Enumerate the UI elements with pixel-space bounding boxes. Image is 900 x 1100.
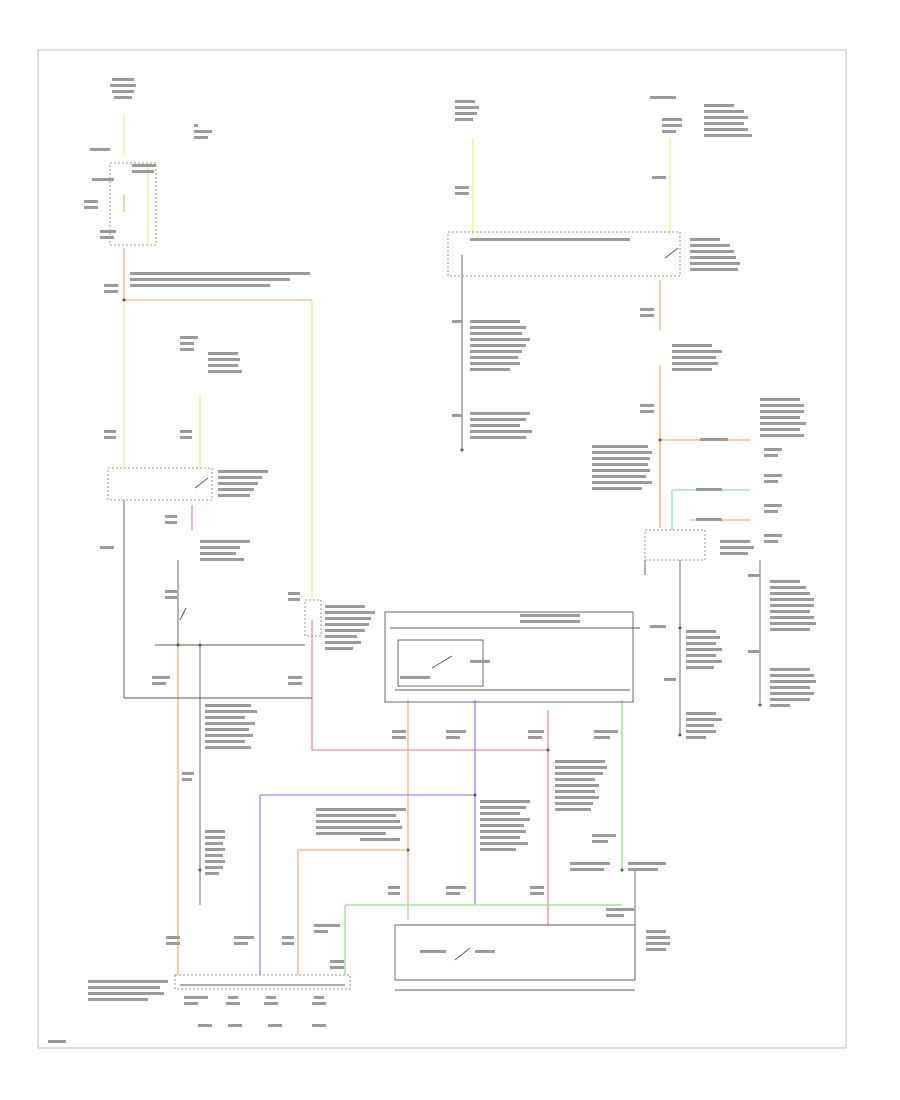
switch-symbols [179, 247, 679, 961]
label-marks [48, 78, 816, 1043]
connection-dots [122, 298, 762, 872]
switch-box-right [644, 529, 706, 561]
orange-wires [123, 195, 750, 975]
fuse-block-left [109, 162, 157, 246]
relay-box-right [447, 231, 681, 277]
blue-wires [259, 700, 476, 975]
module-box [384, 611, 634, 703]
relay-box-left [107, 467, 213, 501]
green-wires [344, 700, 623, 975]
component-boxes [107, 162, 706, 990]
bottom-switch-box [394, 924, 636, 981]
diagram-border [37, 49, 847, 1049]
bottom-connector [174, 974, 351, 990]
yellow-wires [123, 115, 671, 600]
connector-left [304, 599, 322, 637]
pink-wires [191, 505, 549, 925]
light-blue-wires [671, 489, 750, 530]
